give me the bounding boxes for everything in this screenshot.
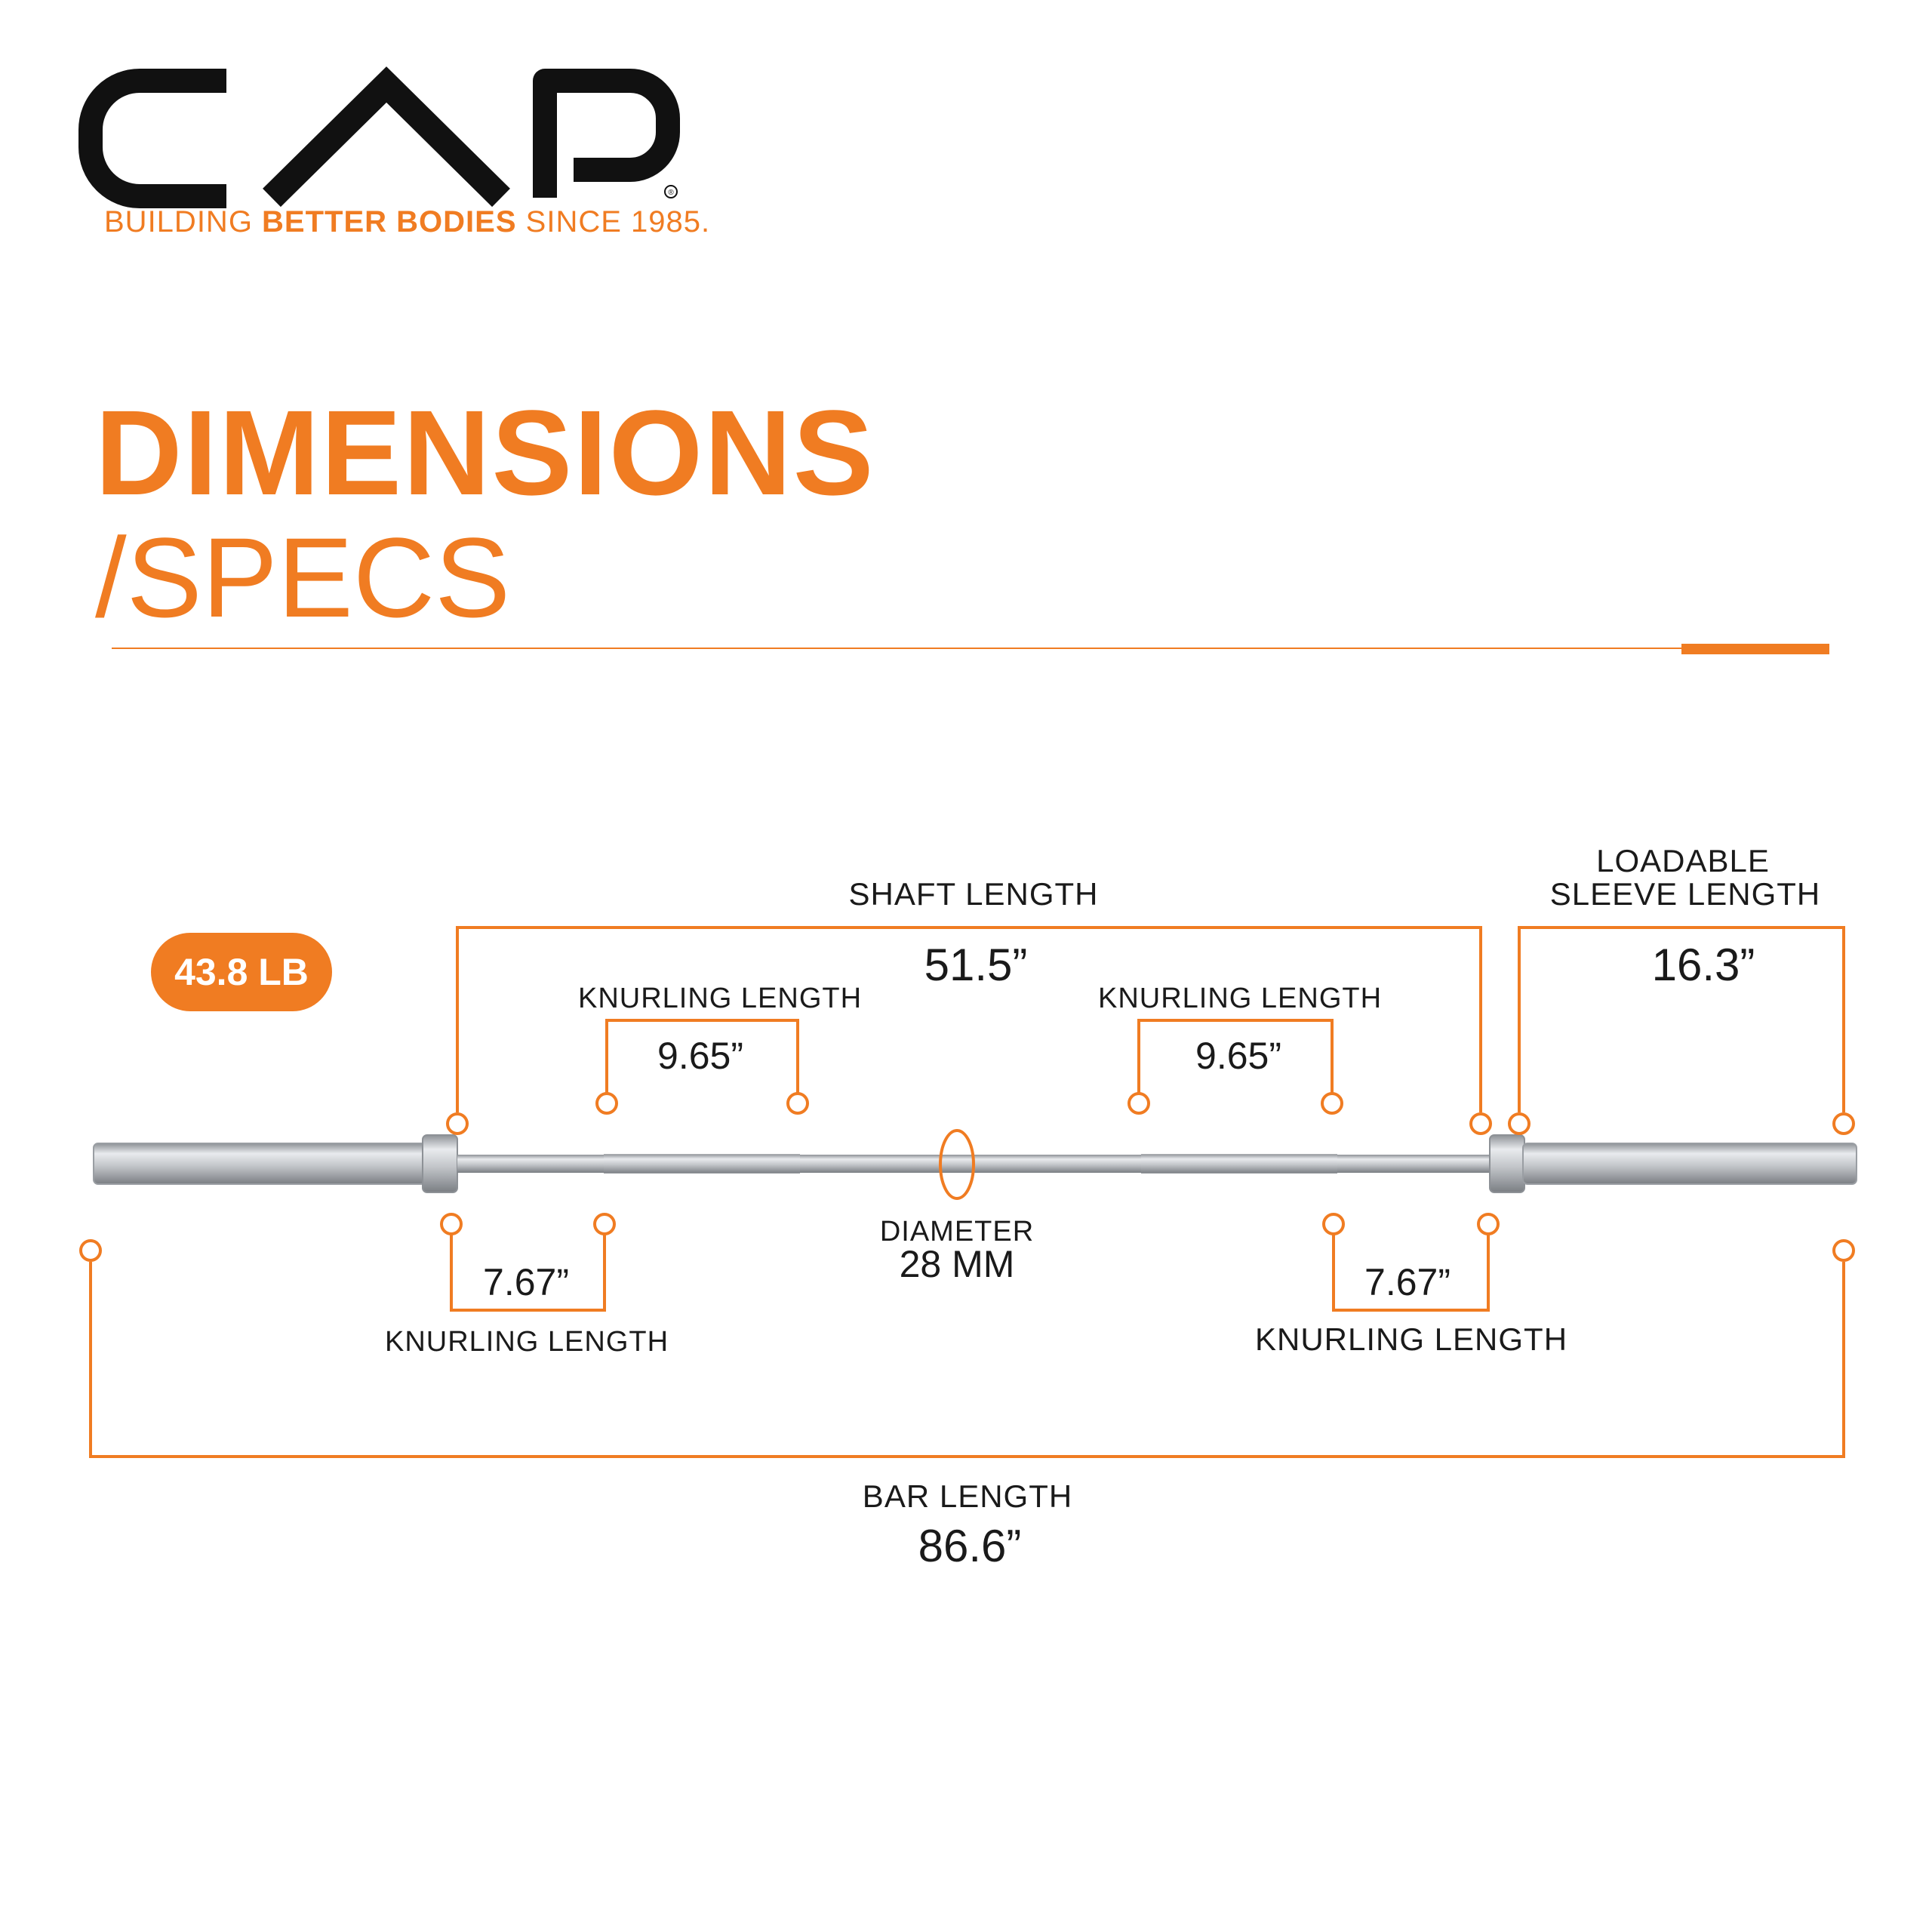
shaft-length-bracket — [456, 926, 1482, 1112]
knurling-bottom-right-bracket — [1332, 1235, 1490, 1312]
page-subtitle: /SPECS — [95, 514, 511, 641]
logo-letter-c — [78, 69, 226, 208]
endpoint-circle — [595, 1092, 618, 1115]
bar-length-value: 86.6” — [918, 1521, 1022, 1571]
knurling-top-left-label: KNURLING LENGTH — [577, 983, 863, 1014]
sleeve-length-bracket — [1518, 926, 1845, 1112]
endpoint-circle — [1832, 1112, 1855, 1135]
page-title: DIMENSIONS — [95, 385, 875, 520]
endpoint-circle — [79, 1239, 102, 1262]
right-sleeve — [1522, 1143, 1857, 1185]
knurling-bottom-left-bracket — [450, 1235, 606, 1312]
knurl-left — [604, 1154, 800, 1174]
knurling-bottom-right-value: 7.67” — [1364, 1261, 1451, 1303]
endpoint-circle — [1508, 1112, 1531, 1135]
knurling-top-left-value: 9.65” — [657, 1035, 743, 1077]
endpoint-circle — [1128, 1092, 1150, 1115]
sleeve-length-value: 16.3” — [1651, 940, 1755, 990]
bracket-endpoints — [79, 1092, 1855, 1262]
knurling-top-right-value: 9.65” — [1195, 1035, 1281, 1077]
registered-mark-icon — [664, 185, 678, 198]
tagline-end: SINCE 1985. — [516, 205, 711, 238]
endpoint-circle — [1469, 1112, 1492, 1135]
endpoint-circle — [786, 1092, 809, 1115]
knurl-right — [1141, 1154, 1337, 1174]
knurling-top-right-label: KNURLING LENGTH — [1097, 983, 1383, 1014]
header-divider-accent — [1681, 644, 1829, 654]
knurling-top-left-bracket — [605, 1019, 799, 1094]
shaft-length-label: SHAFT LENGTH — [848, 876, 1099, 912]
sleeve-length-label-line1: LOADABLE — [1596, 843, 1770, 878]
shaft-length-value: 51.5” — [924, 940, 1028, 990]
left-collar — [422, 1134, 458, 1193]
endpoint-circle — [1477, 1213, 1500, 1235]
registered-mark: ® — [668, 189, 674, 197]
right-collar — [1489, 1134, 1525, 1193]
endpoint-circle — [1832, 1239, 1855, 1262]
endpoint-circle — [593, 1213, 616, 1235]
header-divider — [112, 648, 1681, 649]
tagline-start: BUILDING — [104, 205, 263, 238]
knurling-bottom-left-label: KNURLING LENGTH — [384, 1326, 669, 1358]
weight-badge: 43.8 LB — [151, 933, 332, 1011]
cap-logo: ® — [78, 66, 680, 208]
logo-letter-p — [533, 69, 680, 198]
knurling-top-right-bracket — [1137, 1019, 1334, 1094]
left-sleeve — [93, 1143, 426, 1185]
diameter-label: DIAMETER — [879, 1216, 1035, 1247]
logo-letter-a — [263, 66, 510, 208]
bar-length-bracket — [89, 1262, 1845, 1458]
sleeve-length-label-line2: SLEEVE LENGTH — [1549, 876, 1821, 912]
brand-tagline: BUILDING BETTER BODIES SINCE 1985. — [104, 205, 710, 239]
endpoint-circle — [440, 1213, 463, 1235]
endpoint-circle — [1321, 1092, 1343, 1115]
knurling-bottom-left-value: 7.67” — [483, 1261, 569, 1303]
barbell-image — [93, 1134, 1857, 1193]
tagline-bold: BETTER BODIES — [262, 205, 517, 238]
endpoint-circle — [446, 1112, 469, 1135]
endpoint-circle — [1322, 1213, 1345, 1235]
knurling-bottom-right-label: KNURLING LENGTH — [1254, 1321, 1568, 1357]
bar-length-label: BAR LENGTH — [862, 1478, 1073, 1514]
diameter-marker — [939, 1129, 975, 1200]
diameter-value: 28 MM — [899, 1243, 1015, 1285]
